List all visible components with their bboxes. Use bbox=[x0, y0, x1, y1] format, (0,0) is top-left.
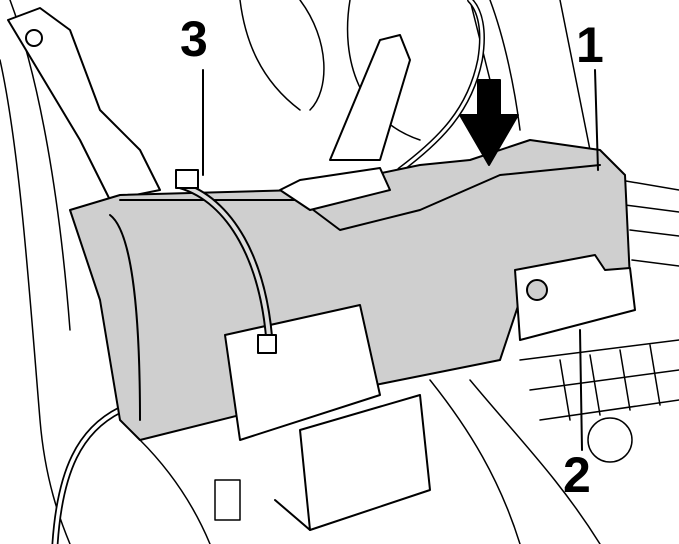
upper-bracket bbox=[7, 7, 161, 201]
callout-2: 2 bbox=[563, 447, 591, 503]
bracket-hole bbox=[25, 29, 43, 47]
callout-1: 1 bbox=[576, 17, 604, 73]
leader-line-2 bbox=[579, 329, 583, 451]
right-bracket bbox=[514, 254, 636, 341]
push-arrow-icon bbox=[459, 79, 519, 166]
rear-bracket bbox=[329, 34, 411, 161]
cable bbox=[397, 0, 485, 173]
bracket-hole-right bbox=[526, 279, 548, 301]
module-connector bbox=[279, 167, 391, 211]
stand-bracket bbox=[299, 394, 431, 531]
leader-line-1 bbox=[594, 69, 599, 171]
callout-3: 3 bbox=[180, 11, 208, 67]
cable-tie-head bbox=[175, 169, 199, 189]
